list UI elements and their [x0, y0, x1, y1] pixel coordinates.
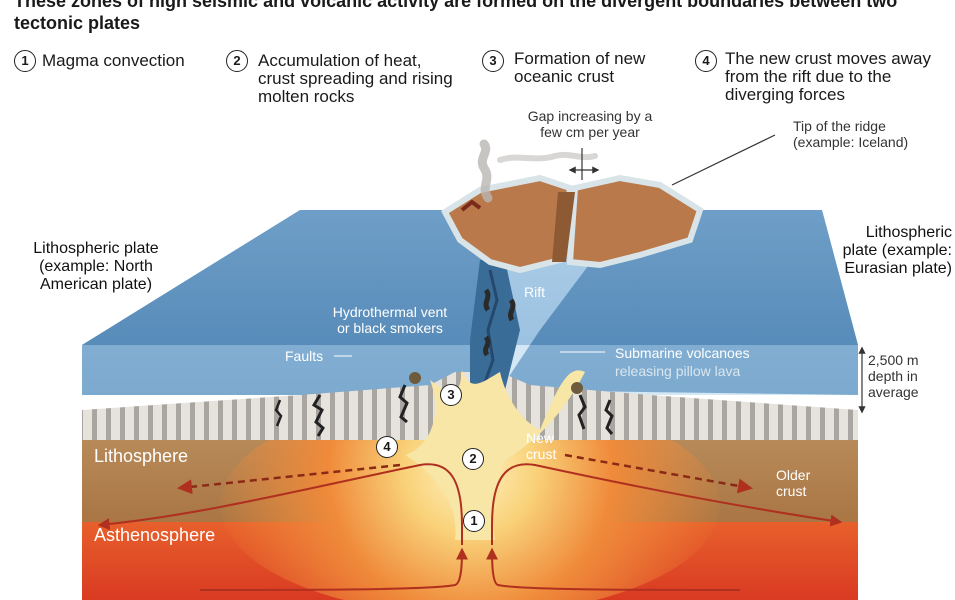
pillow-lava-right	[571, 382, 583, 394]
older-crust-label: Older crust	[776, 467, 811, 499]
pillow-lava-left	[409, 372, 421, 384]
marker-1: 1	[463, 510, 485, 532]
convection-arrow-right-top	[491, 463, 843, 545]
island-right	[566, 174, 704, 269]
fault-4	[604, 399, 614, 435]
convection-arrow-left-bottom	[199, 547, 468, 591]
step-4-text: The new crust moves away from the rift d…	[725, 49, 931, 104]
marker-2: 2	[462, 448, 484, 470]
submarine-sublabel: releasing pillow lava	[615, 363, 741, 379]
fault-1	[311, 394, 325, 437]
tip-leader	[671, 134, 776, 186]
step-1-text: Magma convection	[42, 51, 185, 70]
rift-crack	[482, 269, 499, 386]
tip-label: Tip of the ridge (example: Iceland)	[793, 118, 909, 150]
step-3-number: 3	[482, 50, 504, 72]
fault-5	[274, 399, 283, 427]
step-3-text: Formation of new oceanic crust	[514, 49, 646, 86]
asthenosphere-label: Asthenosphere	[94, 525, 216, 545]
diagram-title: These zones of high seismic and volcanic…	[14, 0, 898, 33]
black-smoker-3	[483, 335, 491, 357]
island-rift	[552, 192, 575, 262]
rift-label: Rift	[524, 284, 545, 300]
step-2-number: 2	[226, 50, 248, 72]
left-plate-label: Lithospheric plate (example: North Ameri…	[33, 240, 159, 293]
black-smoker-1	[483, 288, 491, 312]
steam-drift	[497, 151, 598, 163]
submarine-label: Submarine volcanoes	[615, 345, 750, 361]
fault-2	[398, 384, 409, 424]
right-plate-label: Lithospheric plate (example: Eurasian pl…	[842, 224, 952, 277]
rift-channel	[470, 260, 520, 390]
depth-label: 2,500 m depth in average	[868, 352, 919, 400]
hydrothermal-label: Hydrothermal vent or black smokers	[332, 304, 448, 336]
magma-plume	[405, 370, 585, 540]
faults-label: Faults	[285, 348, 324, 364]
convection-arrow-right-bottom	[486, 547, 741, 591]
marker-3: 3	[440, 384, 462, 406]
convection-arrow-left-top	[97, 463, 463, 545]
plate-motion-arrow-right	[564, 453, 753, 494]
gap-label: Gap increasing by a few cm per year	[527, 108, 653, 140]
step-1-number: 1	[14, 50, 36, 72]
island-lava	[460, 199, 482, 212]
steam-plume	[477, 139, 493, 203]
lithosphere-label: Lithosphere	[94, 446, 189, 466]
fault-3	[577, 394, 587, 430]
black-smoker-2	[508, 298, 516, 322]
marker-4: 4	[376, 436, 398, 458]
new-crust-label: New crust	[526, 430, 557, 462]
step-2-text: Accumulation of heat, crust spreading an…	[258, 51, 453, 106]
plate-motion-arrow-left	[177, 463, 401, 495]
step-4-number: 4	[695, 50, 717, 72]
